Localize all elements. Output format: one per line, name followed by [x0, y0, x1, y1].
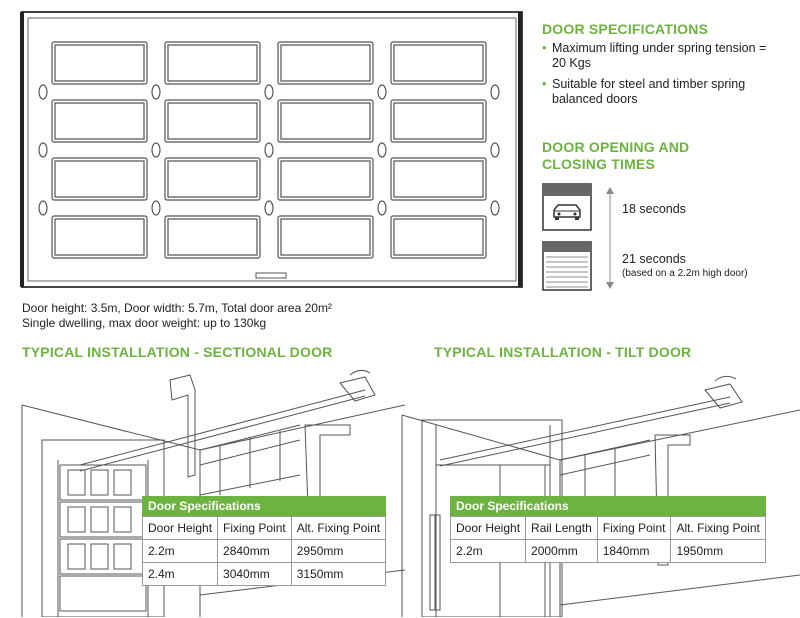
door-panel — [52, 100, 147, 142]
door-panel-inner — [168, 219, 257, 255]
cell-alt-fixing-point: 2950mm — [290, 539, 387, 563]
door-dimensions-line1: Door height: 3.5m, Door width: 5.7m, Tot… — [22, 301, 332, 315]
door-panel — [52, 158, 147, 200]
door-specifications-list: Maximum lifting under spring tension = 2… — [542, 41, 782, 113]
door-panel-inner — [394, 161, 483, 197]
door-panel — [391, 100, 486, 142]
cell-door-height: 2.4m — [141, 562, 219, 586]
hinge-mark — [38, 84, 48, 100]
cell-alt-fixing-point: 1950mm — [670, 539, 766, 563]
door-panel — [391, 158, 486, 200]
door-panel-inner — [281, 103, 370, 139]
header-door-height: Door Height — [449, 516, 527, 540]
hinge-mark — [377, 84, 387, 100]
cell-door-height: 2.2m — [449, 539, 527, 563]
table-row: 2.2m 2000mm 1840mm 1950mm — [449, 539, 766, 563]
sectional-door-spec-table: Door Specifications Door Height Fixing P… — [141, 496, 387, 586]
hinge-mark — [490, 84, 500, 100]
hinge-mark — [151, 142, 161, 158]
closed-door-icon — [542, 241, 592, 291]
cell-rail-length: 2000mm — [525, 539, 598, 563]
table-header-row: Door Height Rail Length Fixing Point Alt… — [449, 516, 766, 540]
car-garage-icon — [542, 183, 592, 231]
opening-times-heading-line2: CLOSING TIMES — [542, 156, 656, 172]
double-arrow-icon — [606, 187, 614, 289]
tilt-door-drawing — [400, 365, 800, 617]
door-panel-inner — [168, 103, 257, 139]
door-weight-line2: Single dwelling, max door weight: up to … — [22, 316, 267, 330]
hinge-mark — [38, 142, 48, 158]
door-panel-inner — [281, 161, 370, 197]
door-panel — [391, 42, 486, 84]
door-panel — [165, 216, 260, 258]
door-panel — [165, 100, 260, 142]
door-panel-inner — [55, 45, 144, 81]
close-time-note: (based on a 2.2m high door) — [622, 268, 748, 279]
hinge-mark — [264, 84, 274, 100]
door-dimensions-caption: Door height: 3.5m, Door width: 5.7m, Tot… — [22, 301, 332, 331]
door-panel — [52, 42, 147, 84]
hinge-mark — [151, 200, 161, 216]
sectional-installation-heading: TYPICAL INSTALLATION - SECTIONAL DOOR — [22, 344, 333, 360]
hinge-mark — [377, 200, 387, 216]
spec-bullet-2: Suitable for steel and timber spring bal… — [542, 77, 782, 107]
tilt-door-spec-table: Door Specifications Door Height Rail Len… — [449, 496, 766, 563]
close-time-text: 21 seconds — [622, 252, 686, 266]
hinge-mark — [377, 142, 387, 158]
cell-fixing-point: 3040mm — [217, 562, 292, 586]
door-panel-inner — [55, 219, 144, 255]
header-rail-length: Rail Length — [525, 516, 598, 540]
door-panel-inner — [55, 103, 144, 139]
opening-times-heading-line1: DOOR OPENING AND — [542, 139, 690, 155]
door-panel — [52, 216, 147, 258]
header-alt-fixing-point: Alt. Fixing Point — [670, 516, 766, 540]
spec-bullet-1: Maximum lifting under spring tension = 2… — [542, 41, 782, 71]
hinge-mark — [490, 142, 500, 158]
hinge-mark — [264, 200, 274, 216]
table-row: 2.4m 3040mm 3150mm — [141, 562, 387, 586]
table-row: 2.2m 2840mm 2950mm — [141, 539, 387, 563]
door-specifications-heading: DOOR SPECIFICATIONS — [542, 21, 709, 37]
door-panel — [278, 216, 373, 258]
hinge-mark — [490, 200, 500, 216]
door-panel-inner — [281, 219, 370, 255]
opening-times-heading: DOOR OPENING AND CLOSING TIMES — [542, 139, 689, 173]
door-panel-inner — [55, 161, 144, 197]
door-panel-inner — [394, 45, 483, 81]
hinge-mark — [264, 142, 274, 158]
door-panel — [391, 216, 486, 258]
door-panel — [278, 42, 373, 84]
hinge-mark — [151, 84, 161, 100]
garage-door-illustration — [20, 10, 525, 290]
table-header-row: Door Height Fixing Point Alt. Fixing Poi… — [141, 516, 387, 540]
door-panel-inner — [281, 45, 370, 81]
open-time-text: 18 seconds — [622, 202, 686, 216]
header-fixing-point: Fixing Point — [217, 516, 292, 540]
door-panel-inner — [168, 161, 257, 197]
tilt-installation-heading: TYPICAL INSTALLATION - TILT DOOR — [434, 344, 692, 360]
hinge-mark — [38, 200, 48, 216]
door-panel-inner — [394, 103, 483, 139]
tilt-table-title: Door Specifications — [450, 496, 766, 516]
door-panel — [278, 158, 373, 200]
cell-door-height: 2.2m — [141, 539, 219, 563]
header-door-height: Door Height — [141, 516, 219, 540]
header-alt-fixing-point: Alt. Fixing Point — [290, 516, 387, 540]
header-fixing-point: Fixing Point — [596, 516, 672, 540]
door-panel — [278, 100, 373, 142]
sectional-table-title: Door Specifications — [142, 496, 387, 516]
door-panel-inner — [394, 219, 483, 255]
cell-fixing-point: 1840mm — [596, 539, 672, 563]
cell-fixing-point: 2840mm — [217, 539, 292, 563]
door-panel — [165, 42, 260, 84]
door-panel — [165, 158, 260, 200]
cell-alt-fixing-point: 3150mm — [290, 562, 387, 586]
door-panel-inner — [168, 45, 257, 81]
